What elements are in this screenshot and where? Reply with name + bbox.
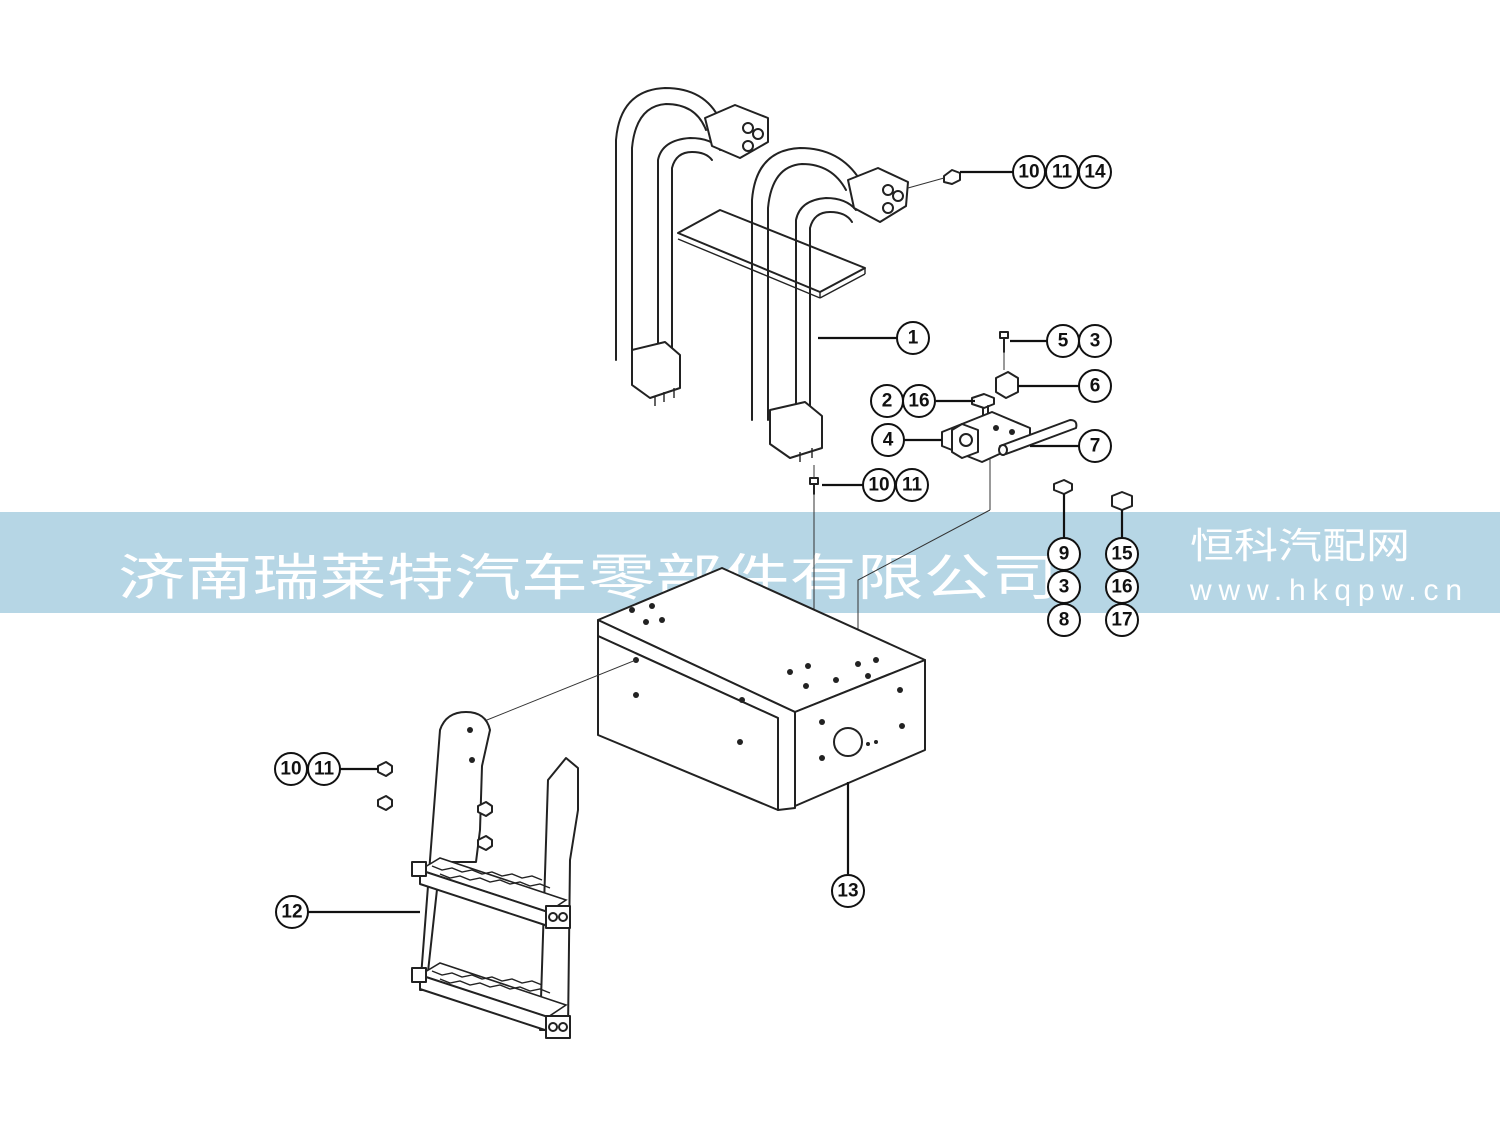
callout-3: 3: [1047, 570, 1081, 604]
callout-15: 15: [1105, 537, 1139, 571]
callout-11: 11: [1045, 155, 1079, 189]
callout-3: 3: [1078, 324, 1112, 358]
svg-text:11: 11: [902, 475, 923, 496]
svg-text:16: 16: [908, 391, 929, 412]
leader-lines: [308, 170, 1124, 914]
part-12-step-ladder: [411, 659, 637, 1039]
hinge-assembly: [941, 331, 1133, 511]
svg-text:10: 10: [280, 759, 301, 780]
svg-text:10: 10: [1018, 162, 1039, 183]
svg-text:6: 6: [1090, 376, 1101, 397]
loose-bolts: [377, 761, 493, 851]
callout-16: 16: [902, 384, 936, 418]
callout-10: 10: [1012, 155, 1046, 189]
callout-14: 14: [1078, 155, 1112, 189]
watermark-site-name: 恒科汽配网: [1190, 525, 1410, 566]
svg-text:16: 16: [1111, 577, 1132, 598]
right-bottom-bracket: [769, 401, 823, 459]
svg-text:8: 8: [1059, 610, 1070, 631]
svg-text:13: 13: [837, 881, 858, 902]
left-rail-outer: [615, 87, 721, 361]
bolt-middle: [809, 465, 819, 495]
callout-11: 11: [895, 468, 929, 502]
part-1-handrail-assembly: [615, 87, 909, 462]
svg-text:5: 5: [1058, 331, 1069, 352]
svg-text:15: 15: [1111, 544, 1133, 565]
part-6-block: [995, 371, 1019, 399]
callout-12: 12: [275, 895, 309, 929]
svg-text:9: 9: [1059, 544, 1070, 565]
svg-text:3: 3: [1090, 331, 1101, 352]
callout-6: 6: [1078, 369, 1112, 403]
part-13-box: [597, 567, 926, 811]
callout-10: 10: [862, 468, 896, 502]
left-side-plate: [419, 711, 491, 991]
svg-text:17: 17: [1111, 610, 1132, 631]
callout-4: 4: [871, 423, 905, 457]
callout-11: 11: [307, 752, 341, 786]
callout-10: 10: [274, 752, 308, 786]
bolt-top-right: [907, 169, 961, 189]
callout-1: 1: [896, 321, 930, 355]
callout-9: 9: [1047, 537, 1081, 571]
right-rail-outer: [751, 147, 861, 421]
svg-text:2: 2: [882, 391, 893, 412]
callout-7: 7: [1078, 429, 1112, 463]
watermark-company-text: 济南瑞莱特汽车零部件有限公司: [118, 550, 1058, 606]
svg-text:10: 10: [868, 475, 889, 496]
callout-17: 17: [1105, 603, 1139, 637]
svg-text:1: 1: [908, 328, 919, 349]
callout-8: 8: [1047, 603, 1081, 637]
svg-text:7: 7: [1090, 436, 1101, 457]
callout-16: 16: [1105, 570, 1139, 604]
callout-2: 2: [870, 384, 904, 418]
svg-text:11: 11: [314, 759, 335, 780]
left-bottom-bracket: [631, 341, 681, 399]
svg-text:14: 14: [1084, 162, 1106, 183]
callout-5: 5: [1046, 324, 1080, 358]
svg-text:11: 11: [1052, 162, 1073, 183]
svg-text:12: 12: [281, 902, 302, 923]
callout-13: 13: [831, 874, 865, 908]
right-side-plate: [539, 757, 579, 1031]
box-front: [597, 635, 779, 811]
svg-text:3: 3: [1059, 577, 1070, 598]
svg-text:4: 4: [883, 430, 894, 451]
watermark-site-url: www.hkqpw.cn: [1189, 574, 1462, 607]
